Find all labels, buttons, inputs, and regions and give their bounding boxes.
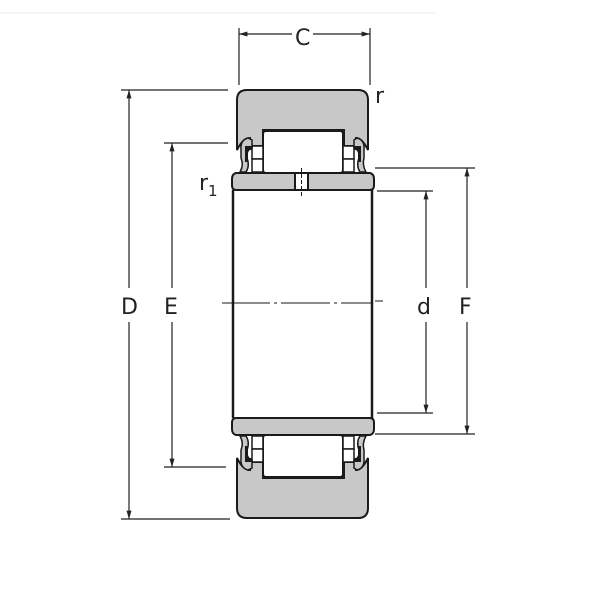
roller-bottom	[262, 434, 344, 478]
dim-E	[164, 142, 228, 468]
seal-bottom-left	[238, 435, 253, 471]
label-r1: r1	[199, 171, 218, 200]
label-r: r	[375, 84, 385, 109]
roller-top	[262, 130, 344, 174]
seal-bottom-right	[353, 435, 368, 471]
label-C: C	[295, 26, 310, 51]
center-line	[222, 300, 383, 304]
dim-D	[121, 89, 230, 520]
label-E: E	[164, 295, 178, 320]
inner-ring	[231, 168, 375, 436]
label-D: D	[121, 295, 138, 320]
label-F: F	[459, 295, 472, 320]
label-d: d	[417, 295, 431, 320]
dim-F	[375, 167, 475, 435]
dim-d	[377, 190, 433, 414]
dim-C	[238, 28, 371, 85]
seal-top-left	[238, 137, 253, 173]
cage-top	[251, 145, 355, 173]
seal-top-right	[353, 137, 368, 173]
